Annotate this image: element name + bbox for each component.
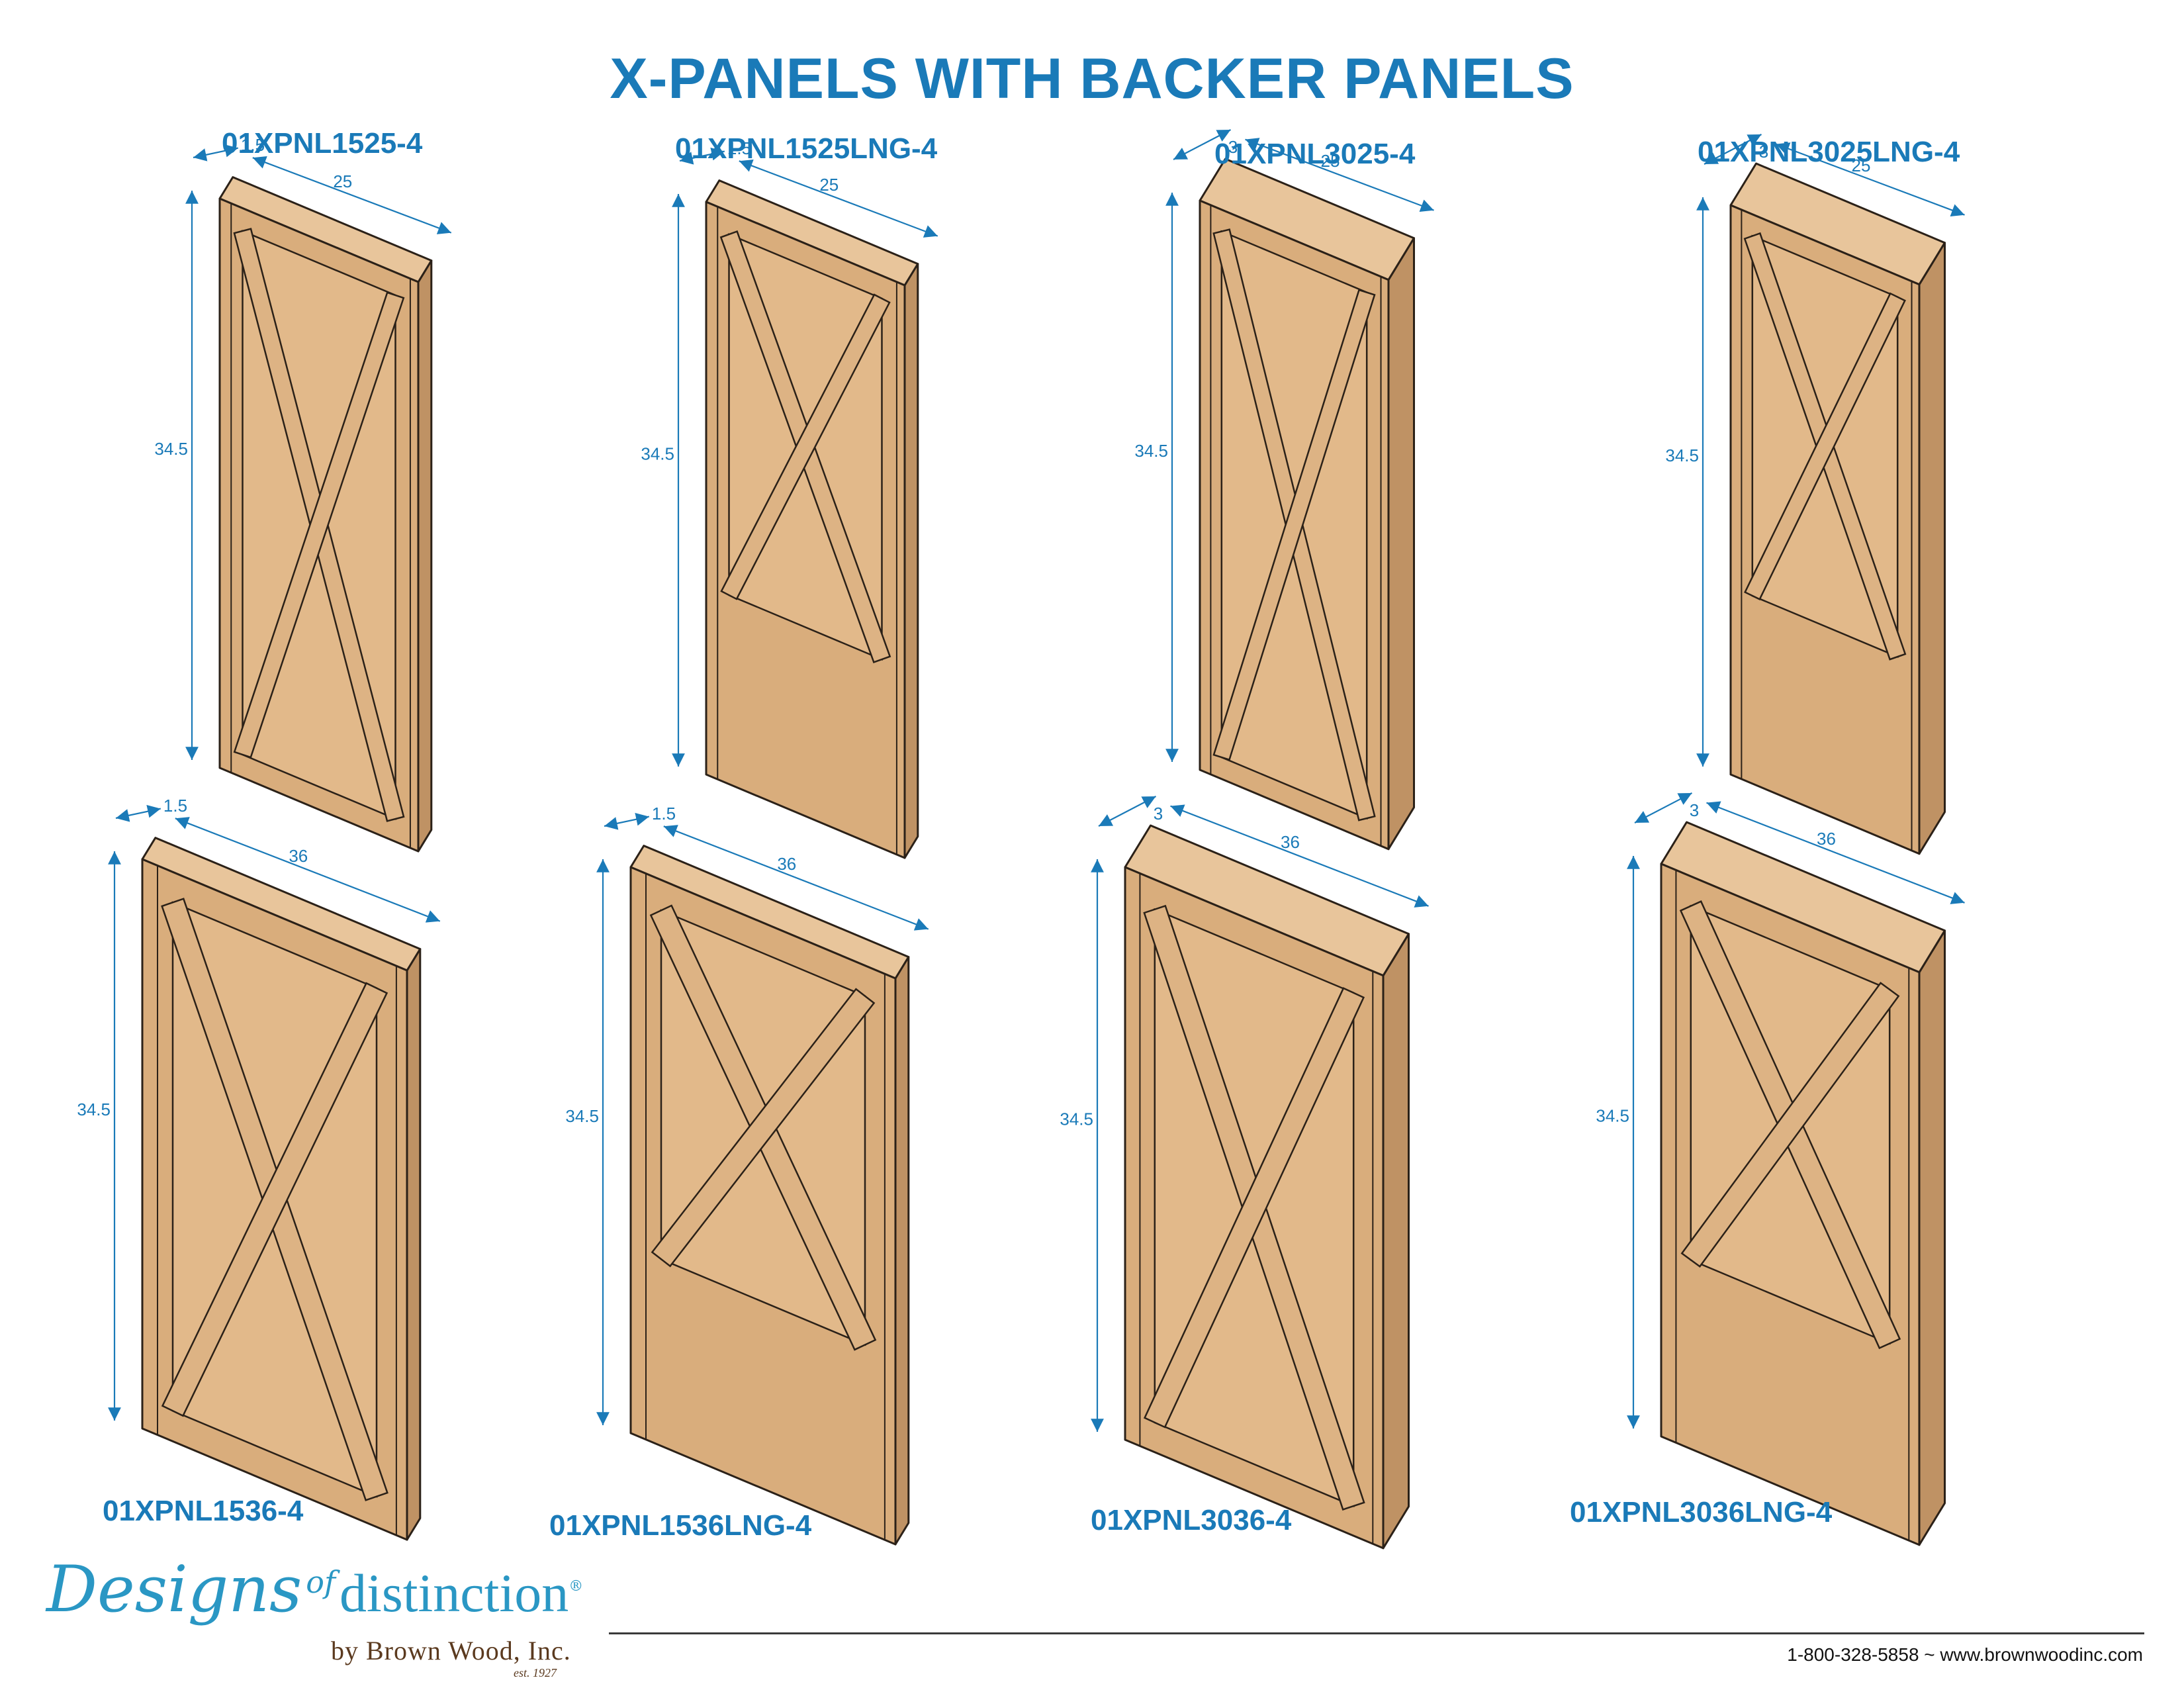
thickness-dimension-line bbox=[115, 805, 161, 822]
thickness-dimension-line bbox=[1098, 796, 1157, 827]
panel-side-face bbox=[1918, 929, 1946, 1546]
panel-side-face bbox=[903, 263, 919, 859]
width-dimension-label: 25 bbox=[333, 171, 352, 191]
product-code-label: 01XPNL3036-4 bbox=[1091, 1504, 1292, 1536]
x-brace bbox=[1143, 987, 1365, 1429]
panel-side-face bbox=[1387, 237, 1415, 851]
x-brace bbox=[1744, 292, 1906, 600]
dimension-group: 34.5 25 1.5 bbox=[154, 135, 452, 760]
x-panel-drawing: 34.5 36 3 bbox=[1060, 796, 1429, 1550]
thickness-dimension-label: 3 bbox=[1154, 804, 1163, 823]
thickness-dimension-line bbox=[679, 148, 725, 165]
x-brace bbox=[720, 293, 891, 600]
thickness-dimension-label: 3 bbox=[1228, 137, 1238, 157]
x-brace bbox=[1680, 982, 1900, 1268]
width-dimension-label: 36 bbox=[1817, 829, 1836, 849]
footer-contact: 1-800-328-5858 ~ www.brownwoodinc.com bbox=[1787, 1644, 2143, 1665]
width-dimension-label: 36 bbox=[289, 846, 308, 866]
x-brace bbox=[651, 988, 876, 1268]
dimension-group: 34.5 25 3 bbox=[1665, 134, 1965, 767]
height-dimension-label: 34.5 bbox=[1060, 1109, 1093, 1129]
width-dimension-line bbox=[739, 159, 938, 238]
panel-side-face bbox=[894, 956, 910, 1546]
product-code-label: 01XPNL3025LNG-4 bbox=[1698, 136, 1960, 168]
dimension-group: 34.5 36 3 bbox=[1596, 792, 1965, 1429]
x-panel-drawing: 34.5 36 3 bbox=[1596, 792, 1965, 1546]
height-dimension-label: 34.5 bbox=[154, 439, 188, 459]
panel-side-face bbox=[1382, 933, 1410, 1550]
x-panel-drawing: 34.5 25 3 bbox=[1665, 134, 1965, 855]
width-dimension-label: 36 bbox=[777, 854, 796, 874]
panel-side-face bbox=[1918, 242, 1946, 855]
thickness-dimension-line bbox=[1634, 792, 1693, 823]
width-dimension-label: 25 bbox=[819, 175, 839, 195]
dimension-group: 34.5 36 3 bbox=[1060, 796, 1429, 1432]
product-code-label: 01XPNL1536LNG-4 bbox=[549, 1509, 812, 1542]
width-dimension-line bbox=[1776, 142, 1965, 217]
thickness-dimension-line bbox=[193, 144, 239, 162]
width-dimension-line bbox=[175, 817, 441, 923]
thickness-dimension-label: 1.5 bbox=[652, 804, 676, 823]
panel-side-face bbox=[406, 948, 422, 1541]
width-dimension-label: 36 bbox=[1281, 832, 1300, 852]
width-dimension-line bbox=[663, 825, 929, 931]
product-code-label: 01XPNL3036LNG-4 bbox=[1570, 1496, 1833, 1528]
x-panel-drawing: 34.5 25 1.5 bbox=[641, 138, 938, 859]
height-dimension-label: 34.5 bbox=[1665, 445, 1699, 465]
logo-established: est. 1927 bbox=[514, 1666, 557, 1679]
thickness-dimension-line bbox=[1704, 134, 1762, 165]
dimension-group: 34.5 36 1.5 bbox=[565, 804, 929, 1425]
width-dimension-label: 25 bbox=[1852, 156, 1871, 175]
width-dimension-line bbox=[1245, 138, 1434, 212]
dimension-group: 34.5 25 3 bbox=[1134, 129, 1434, 762]
product-code-label: 01XPNL1525LNG-4 bbox=[675, 132, 938, 165]
height-dimension-label: 34.5 bbox=[1596, 1105, 1629, 1125]
dimension-group: 34.5 25 1.5 bbox=[641, 138, 938, 767]
height-dimension-label: 34.5 bbox=[77, 1100, 111, 1119]
x-panel-drawing: 34.5 25 3 bbox=[1134, 129, 1434, 851]
thickness-dimension-line bbox=[604, 813, 650, 830]
x-brace bbox=[1212, 289, 1376, 761]
width-dimension-line bbox=[252, 156, 452, 234]
height-dimension-label: 34.5 bbox=[641, 444, 674, 463]
product-code-label: 01XPNL1525-4 bbox=[222, 127, 423, 160]
product-code-label: 01XPNL1536-4 bbox=[103, 1495, 304, 1527]
width-dimension-line bbox=[1170, 804, 1429, 908]
logo-byline: by Brown Wood, Inc. bbox=[331, 1636, 571, 1665]
x-brace bbox=[233, 291, 405, 759]
thickness-dimension-label: 1.5 bbox=[163, 796, 187, 816]
thickness-dimension-label: 1.5 bbox=[241, 135, 265, 155]
width-dimension-line bbox=[1706, 801, 1965, 904]
height-dimension-label: 34.5 bbox=[565, 1106, 599, 1126]
product-code-label: 01XPNL3025-4 bbox=[1214, 138, 1416, 170]
footer-divider bbox=[609, 1632, 2144, 1634]
thickness-dimension-line bbox=[1173, 129, 1232, 160]
thickness-dimension-label: 3 bbox=[1759, 142, 1768, 162]
page-title: X-PANELS WITH BACKER PANELS bbox=[610, 47, 1574, 111]
thickness-dimension-label: 3 bbox=[1690, 800, 1699, 820]
x-panel-drawing: 34.5 36 1.5 bbox=[565, 804, 929, 1546]
x-panel-drawing: 34.5 25 1.5 bbox=[154, 135, 452, 853]
width-dimension-label: 25 bbox=[1321, 151, 1340, 171]
thickness-dimension-label: 1.5 bbox=[727, 138, 751, 158]
x-panel-drawing: 34.5 36 1.5 bbox=[77, 796, 441, 1541]
panel-side-face bbox=[417, 259, 433, 853]
height-dimension-label: 34.5 bbox=[1134, 441, 1168, 461]
x-brace bbox=[161, 982, 388, 1417]
dimension-group: 34.5 36 1.5 bbox=[77, 796, 441, 1421]
